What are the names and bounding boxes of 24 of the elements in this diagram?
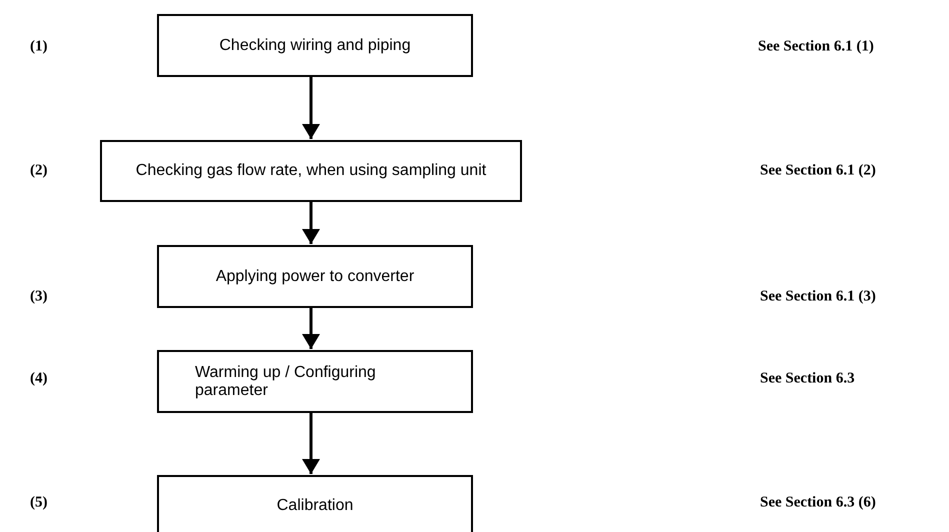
process-box bbox=[157, 245, 473, 308]
step-number: (5) bbox=[30, 494, 48, 512]
arrow bbox=[302, 77, 320, 139]
step-number: (3) bbox=[30, 288, 48, 306]
process-box bbox=[157, 350, 473, 413]
step-text: Applying power to converter bbox=[216, 268, 414, 286]
arrow bbox=[302, 413, 320, 474]
step-text: Warming up / Configuring parameter bbox=[195, 364, 377, 400]
process-box bbox=[100, 140, 522, 202]
section-reference: See Section 6.1 (2) bbox=[760, 162, 876, 180]
process-box bbox=[157, 14, 473, 77]
step-number: (1) bbox=[30, 38, 48, 56]
step-number: (2) bbox=[30, 162, 48, 180]
arrow bbox=[302, 308, 320, 349]
arrow bbox=[302, 202, 320, 244]
section-reference: See Section 6.1 (1) bbox=[758, 38, 874, 56]
step-text: Checking wiring and piping bbox=[219, 36, 411, 54]
step-text: Checking gas flow rate, when using sampling unit bbox=[136, 162, 486, 180]
section-reference: See Section 6.3 (6) bbox=[760, 494, 876, 512]
step-text: Calibration bbox=[276, 497, 354, 515]
section-reference: See Section 6.1 (3) bbox=[760, 288, 876, 306]
step-number: (4) bbox=[30, 370, 48, 388]
process-box bbox=[157, 475, 473, 532]
section-reference: See Section 6.3 bbox=[760, 370, 855, 388]
